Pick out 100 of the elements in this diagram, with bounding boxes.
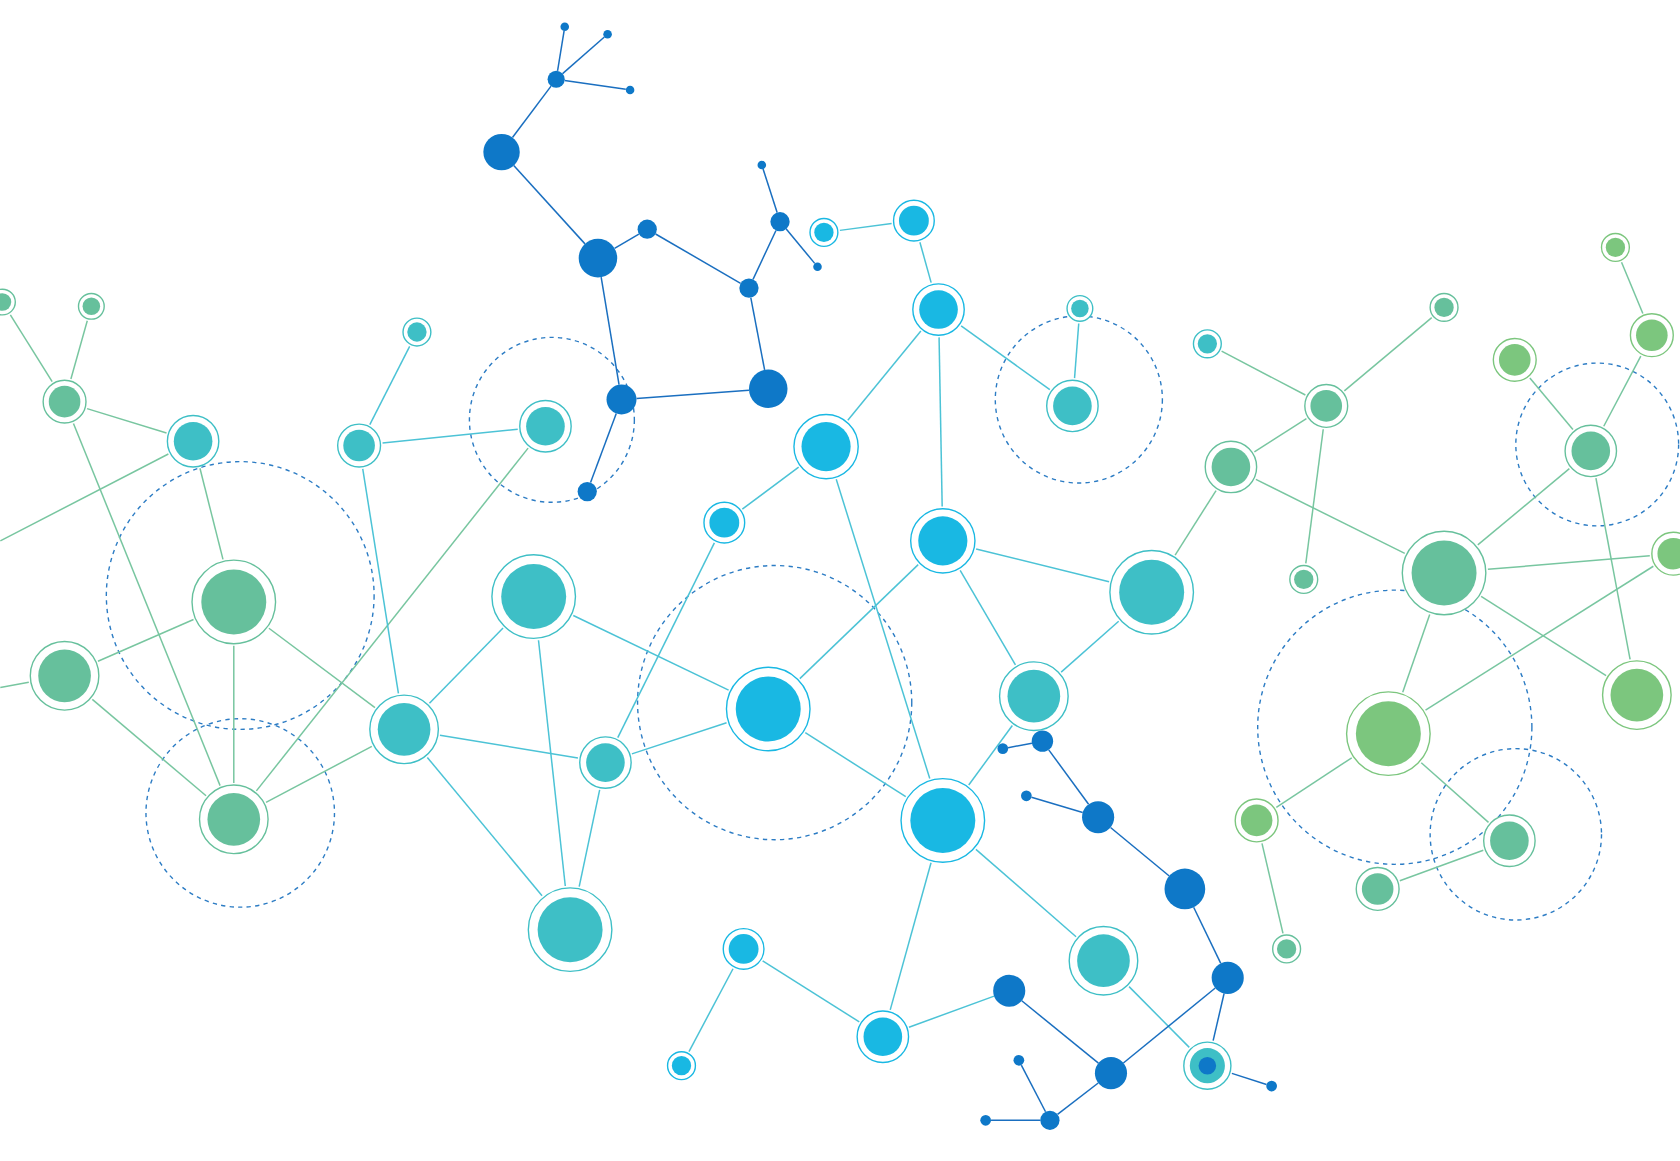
connector-line (572, 614, 730, 691)
circle-node (980, 1114, 991, 1126)
connector-line (72, 422, 221, 787)
circle-node (1629, 313, 1674, 358)
circle-node (998, 661, 1069, 732)
circle-node (606, 384, 637, 415)
circle-node (637, 219, 657, 239)
circle-node (1429, 292, 1459, 322)
connector-line (1253, 417, 1308, 453)
circle-node (1082, 801, 1115, 834)
connector-line (70, 320, 89, 380)
connector-line (1595, 477, 1631, 661)
circle-node (519, 399, 572, 453)
circle-node (1355, 866, 1400, 912)
circle-node (579, 736, 632, 789)
connector-line (761, 960, 861, 1023)
circle-node (191, 559, 277, 645)
connector-line (1056, 1082, 1099, 1116)
circle-node (578, 238, 618, 278)
connector-line (631, 722, 728, 755)
circle-node (912, 283, 965, 336)
connector-line (1212, 992, 1225, 1042)
connector-line (381, 428, 519, 444)
connector-line (1261, 842, 1284, 935)
connector-line (847, 330, 922, 421)
connector-line (1192, 906, 1222, 965)
connector-line (975, 848, 1077, 938)
connector-line (233, 645, 235, 784)
circle-node (1183, 1041, 1232, 1090)
circle-node (892, 199, 935, 242)
circle-node (547, 70, 565, 88)
circle-node (527, 887, 613, 973)
circle-node (369, 694, 440, 765)
circle-node (1401, 530, 1487, 616)
circle-node (483, 133, 520, 171)
circle-node (577, 481, 597, 502)
circle-node (1289, 564, 1319, 595)
circle-node (793, 413, 859, 480)
circle-node (560, 22, 570, 32)
circle-node (1266, 1080, 1277, 1092)
connector-line (889, 861, 932, 1011)
connector-line (97, 618, 195, 662)
circle-node (1564, 424, 1618, 478)
circle-node (29, 640, 100, 711)
circle-node (1483, 814, 1536, 868)
circle-node (1040, 1110, 1060, 1130)
circle-node (809, 217, 839, 248)
circle-node (993, 974, 1026, 1007)
connector-line (86, 407, 168, 434)
connector-line (1255, 478, 1406, 555)
connector-line (908, 995, 995, 1028)
circle-node (770, 212, 790, 232)
connector-line (1529, 377, 1574, 431)
circle-node (813, 262, 822, 271)
circle-node (725, 666, 811, 752)
connector-line (1399, 849, 1484, 882)
connector-line (959, 569, 1017, 666)
circle-node (1304, 383, 1349, 429)
connector-line (268, 627, 376, 709)
connector-line (1477, 467, 1571, 546)
connector-line (265, 745, 373, 804)
circle-node (402, 317, 432, 347)
circle-node (910, 508, 976, 574)
connector-line (369, 345, 411, 426)
circle-node (757, 160, 767, 170)
connector-line (1073, 322, 1080, 379)
circle-node (1601, 660, 1672, 731)
connector-line (563, 79, 627, 91)
circle-node (77, 292, 105, 320)
connector-line (511, 85, 552, 139)
circle-node (1211, 961, 1244, 994)
connector-line (617, 542, 716, 739)
circle-node (1021, 790, 1032, 802)
circle-node (1094, 1057, 1128, 1090)
connector-line (1343, 316, 1433, 392)
connector-line (799, 563, 919, 680)
connector-line (537, 639, 567, 887)
connector-line (635, 389, 750, 400)
circle-node (997, 743, 1009, 754)
connector-line (835, 478, 931, 780)
connector-line (561, 36, 606, 75)
connector-line (968, 724, 1014, 786)
circle-node (166, 414, 220, 468)
connector-line (556, 30, 565, 72)
connector-line (1275, 757, 1353, 809)
connector-line (990, 1119, 1042, 1122)
connector-line (1424, 565, 1655, 711)
connector-line (839, 222, 893, 232)
connector-line (1109, 826, 1170, 877)
connector-line (362, 468, 400, 695)
connector-line (1048, 749, 1090, 805)
connector-line (513, 164, 586, 245)
connector-line (750, 296, 766, 371)
connector-line (1030, 796, 1084, 814)
circle-node (1013, 1054, 1025, 1066)
connector-line (1128, 985, 1190, 1049)
circle-node (1192, 329, 1222, 359)
circle-node (666, 1051, 697, 1081)
circle-node (337, 423, 382, 468)
connector-line (428, 627, 504, 705)
